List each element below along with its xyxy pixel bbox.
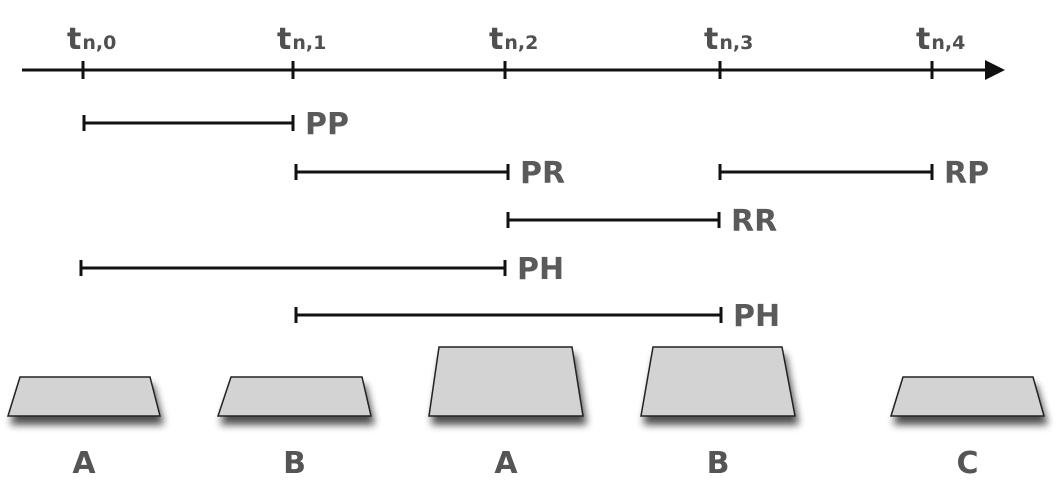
tick-label: tn,2	[489, 22, 538, 57]
block-a: A	[428, 346, 584, 481]
block-label: A	[494, 446, 518, 481]
interval-label: PR	[520, 156, 565, 191]
tick-label: tn,1	[277, 22, 326, 57]
interval-label: RP	[944, 156, 989, 191]
tick-label: tn,3	[704, 22, 753, 57]
tick-label: tn,4	[916, 22, 965, 57]
block-shape	[6, 376, 161, 417]
interval-label: PH	[733, 299, 780, 334]
block-label: A	[72, 446, 96, 481]
time-axis: tn,0 tn,1 tn,2 tn,3 tn,4	[22, 22, 1005, 80]
interval-label: RR	[731, 204, 777, 239]
block-shape	[216, 376, 372, 417]
block-shape	[640, 346, 796, 417]
block-b: B	[640, 346, 796, 481]
axis-arrowhead	[985, 60, 1005, 80]
interval-label: PH	[517, 252, 564, 287]
interval-rr: RR	[506, 204, 777, 239]
interval-label: PP	[305, 107, 349, 142]
block-label: C	[956, 446, 978, 481]
interval-ph: PH	[294, 299, 780, 334]
block-shape	[889, 376, 1045, 417]
interval-pr: PR	[294, 156, 565, 191]
interval-rp: RP	[718, 156, 989, 191]
interval-set: PP PR RP RR PH PH	[79, 107, 989, 334]
interval-ph: PH	[79, 252, 564, 287]
block-c: C	[889, 376, 1045, 481]
block-a: A	[6, 376, 161, 481]
block-label: B	[283, 446, 306, 481]
tick-label: tn,0	[67, 22, 116, 57]
block-shape	[428, 346, 584, 417]
block-b: B	[216, 376, 372, 481]
block-label: B	[707, 446, 730, 481]
interval-pp: PP	[82, 107, 349, 142]
